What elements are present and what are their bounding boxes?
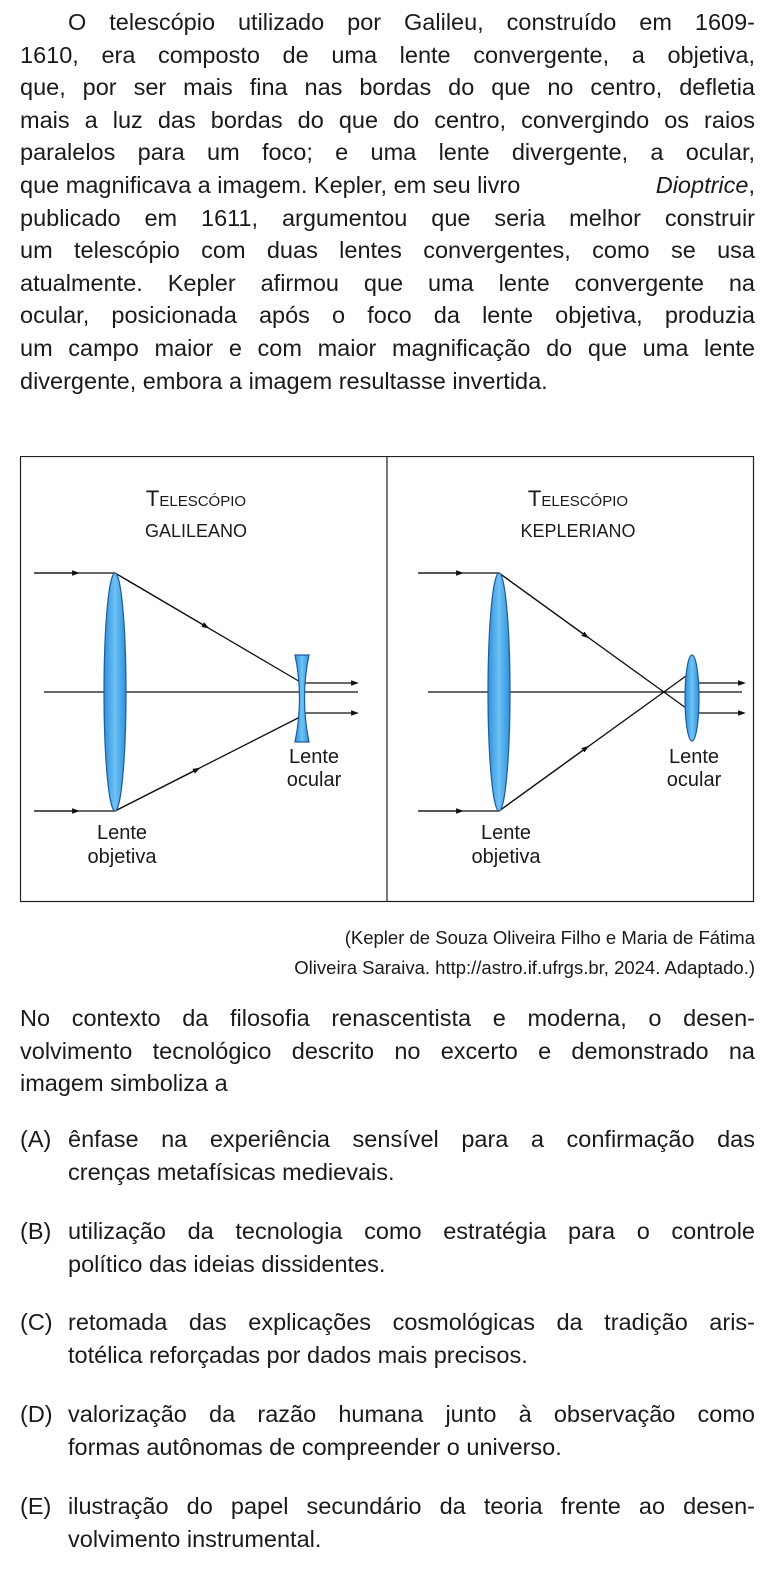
convex-ocular-lens: [684, 654, 700, 742]
keplerian-title: Telescópio: [528, 486, 628, 511]
excerpt-line: 1610, era composto de uma lente converge…: [20, 41, 755, 68]
excerpt-line: um campo maior e com maior magnificação …: [20, 334, 755, 361]
excerpt-line: ocular, posicionada após o foco da lente…: [20, 302, 755, 329]
option-label: (A): [20, 1126, 52, 1152]
question-line: No contexto da filosofia renascentista e…: [20, 1005, 755, 1031]
book-title: Dioptrice: [655, 171, 749, 198]
excerpt-line: publicado em 1611, argumentou que seria …: [20, 204, 755, 231]
excerpt-line: mais a luz das bordas do que do centro, …: [20, 106, 755, 133]
option-label: (C): [20, 1309, 53, 1335]
figure-caption: (Kepler de Souza Oliveira Filho e Maria …: [294, 923, 755, 983]
ocular-label: Lente: [669, 746, 719, 768]
ray-arrow: [498, 745, 590, 812]
ray-arrow: [114, 767, 201, 812]
option-text: totélica reforçadas por dados mais preci…: [68, 1341, 528, 1368]
option-text: formas autônomas de compreender o univer…: [68, 1433, 562, 1460]
option-text: ilustração do papel secundário da teoria…: [68, 1493, 755, 1519]
ocular-label: Lente: [289, 746, 339, 768]
objective-label: Lente: [97, 822, 147, 844]
excerpt-line: paralelos para um foco; e uma lente dive…: [20, 139, 755, 166]
ray-arrow: [498, 572, 590, 639]
keplerian-subtitle: KEPLERIANO: [520, 521, 635, 541]
option-c[interactable]: (C) retomada das explicações cosmológica…: [20, 1306, 755, 1371]
objective-label: objetiva: [88, 846, 158, 868]
excerpt-paragraph: O telescópio utilizado por Galileu, cons…: [20, 6, 755, 397]
excerpt-line: que, por ser mais fina nas bordas do que…: [20, 74, 755, 101]
option-text: utilização da tecnologia como estratégia…: [68, 1218, 755, 1244]
option-label: (D): [20, 1401, 53, 1427]
question-stem: No contexto da filosofia renascentista e…: [20, 1002, 755, 1100]
option-text: valorização da razão humana junto à obse…: [68, 1401, 755, 1427]
ocular-label: ocular: [287, 769, 342, 791]
punctuation: ,: [748, 171, 755, 198]
question-line: imagem simboliza a: [20, 1070, 228, 1097]
option-text: crenças metafísicas medievais.: [68, 1158, 395, 1185]
option-text: retomada das explicações cosmológicas da…: [68, 1309, 755, 1335]
objective-label: Lente: [481, 822, 531, 844]
excerpt-line: atualmente. Kepler afirmou que uma lente…: [20, 269, 755, 296]
ocular-label: ocular: [667, 769, 722, 791]
objective-lens: [103, 572, 127, 812]
question-line: volvimento tecnológico descrito no excer…: [20, 1037, 755, 1064]
telescope-figure: Telescópio GALILEANO Lente ocular Lente …: [19, 456, 755, 903]
caption-line: Oliveira Saraiva. http://astro.if.ufrgs.…: [294, 957, 755, 978]
excerpt-line: O telescópio utilizado por Galileu, cons…: [68, 9, 755, 35]
excerpt-line: um telescópio com duas lentes convergent…: [20, 237, 755, 264]
caption-line: (Kepler de Souza Oliveira Filho e Maria …: [344, 927, 755, 948]
excerpt-line: divergente, embora a imagem resultasse i…: [20, 367, 548, 394]
galilean-panel: [34, 570, 359, 814]
option-d[interactable]: (D) valorização da razão humana junto à …: [20, 1398, 755, 1463]
option-text: político das ideias dissidentes.: [68, 1250, 386, 1277]
galilean-subtitle: GALILEANO: [145, 521, 247, 541]
concave-ocular-lens: [294, 654, 310, 743]
objective-lens: [487, 572, 511, 812]
excerpt-line: que magnificava a imagem. Kepler, em seu…: [20, 169, 755, 202]
galilean-title: Telescópio: [146, 486, 246, 511]
option-text: ênfase na experiência sensível para a co…: [68, 1126, 755, 1152]
option-b[interactable]: (B) utilização da tecnologia como estrat…: [20, 1215, 755, 1280]
option-a[interactable]: (A) ênfase na experiência sensível para …: [20, 1123, 755, 1188]
option-label: (B): [20, 1218, 52, 1244]
option-e[interactable]: (E) ilustração do papel secundário da te…: [20, 1490, 755, 1555]
objective-label: objetiva: [472, 846, 542, 868]
option-label: (E): [20, 1493, 52, 1519]
excerpt-line-text: que magnificava a imagem. Kepler, em seu…: [20, 171, 527, 198]
option-text: volvimento instrumental.: [68, 1525, 322, 1552]
ray-arrow: [114, 572, 210, 629]
